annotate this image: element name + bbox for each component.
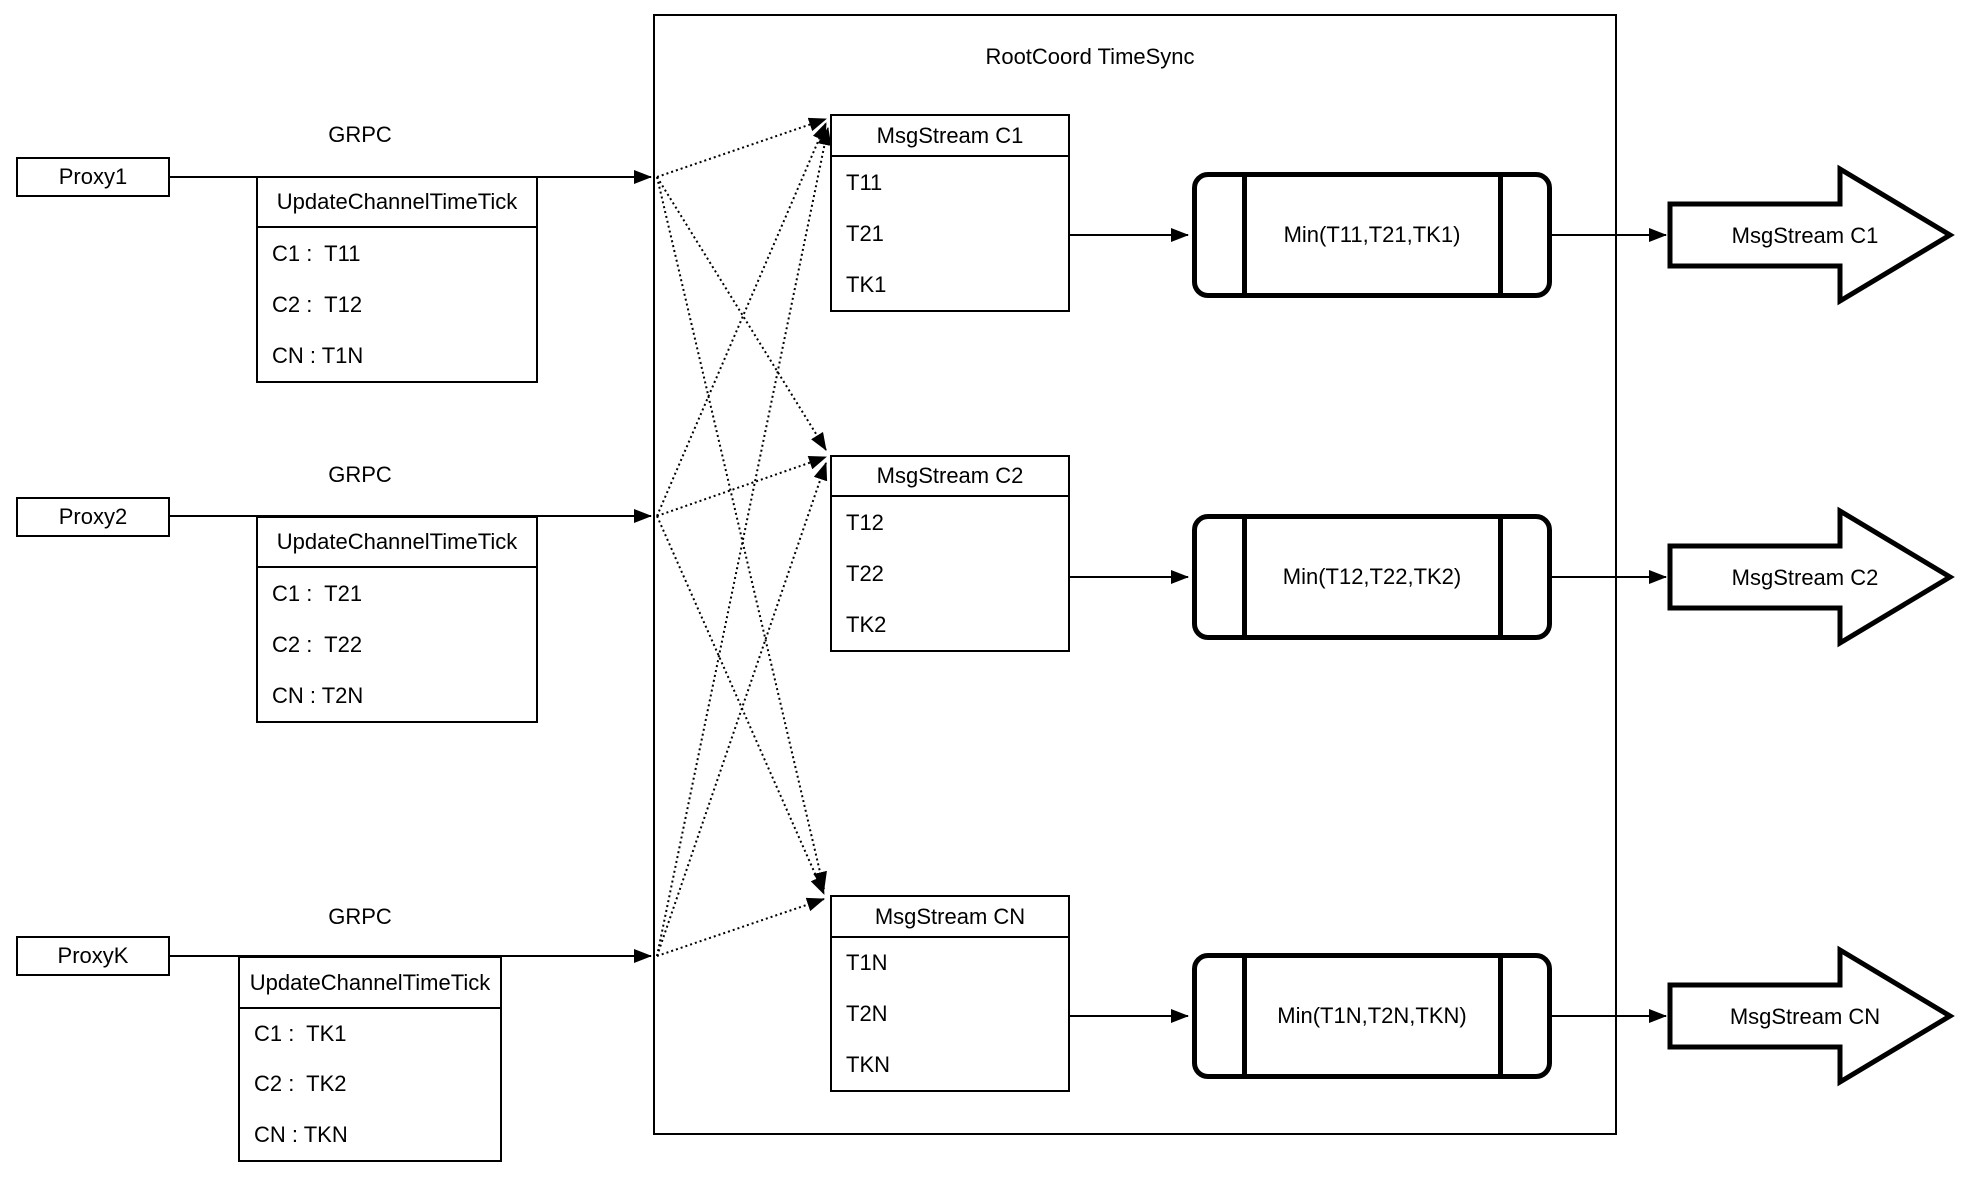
tick-row: C1 : T21 <box>272 580 363 606</box>
timestamp-row: T12 <box>846 509 884 535</box>
tick-row: CN : TKN <box>254 1121 348 1147</box>
tick-row: C1 : TK1 <box>254 1021 347 1047</box>
min-cn-label: Min(T1N,T2N,TKN) <box>1277 1003 1467 1028</box>
block-arrow-shape <box>1667 506 1955 648</box>
proxyk-timetick-header: UpdateChannelTimeTick <box>240 958 500 1009</box>
min-c2-label: Min(T12,T22,TK2) <box>1282 564 1462 589</box>
proxy2-label: Proxy2 <box>58 504 128 529</box>
timestamp-row: TK1 <box>846 271 887 297</box>
output-arrow-c1: MsgStream C1 <box>1665 163 1960 307</box>
tick-row: C2 : TK2 <box>254 1071 347 1097</box>
block-arrow-shape <box>1667 164 1955 306</box>
tick-row: C2 : T22 <box>272 631 363 657</box>
msgstream-c1-body: T11 T21 TK1 <box>832 157 1068 310</box>
output-arrow-c1-label: MsgStream C1 <box>1731 223 1879 248</box>
timestamp-row: TKN <box>846 1051 890 1077</box>
grpc-label-3: GRPC <box>328 904 392 929</box>
timestamp-row: T21 <box>846 220 884 246</box>
proxy1-timetick-table: UpdateChannelTimeTick C1 : T11 C2 : T12 … <box>256 176 538 383</box>
output-arrow-c2-label: MsgStream C2 <box>1731 565 1879 590</box>
proxy1-timetick-header: UpdateChannelTimeTick <box>258 178 536 228</box>
min-box-left-divider <box>1242 177 1247 293</box>
proxy1-label: Proxy1 <box>58 164 128 189</box>
tick-row: CN : T1N <box>272 342 364 368</box>
msgstream-c2-table: MsgStream C2 T12 T22 TK2 <box>830 455 1070 652</box>
tick-row: C1 : T11 <box>272 240 361 266</box>
proxy2-timetick-body: C1 : T21 C2 : T22 CN : T2N <box>258 568 536 721</box>
proxy1-timetick-body: C1 : T11 C2 : T12 CN : T1N <box>258 228 536 381</box>
tick-row: CN : T2N <box>272 682 364 708</box>
timestamp-row: T1N <box>846 950 888 976</box>
msgstream-cn-table: MsgStream CN T1N T2N TKN <box>830 895 1070 1092</box>
output-arrow-c2: MsgStream C2 <box>1665 505 1960 649</box>
proxyk-timetick-table: UpdateChannelTimeTick C1 : TK1 C2 : TK2 … <box>238 956 502 1162</box>
msgstream-c2-body: T12 T22 TK2 <box>832 497 1068 650</box>
min-box-right-divider <box>1498 519 1503 635</box>
msgstream-cn-body: T1N T2N TKN <box>832 938 1068 1090</box>
tick-row: C2 : T12 <box>272 291 363 317</box>
output-arrow-cn-label: MsgStream CN <box>1729 1004 1881 1029</box>
proxy2-timetick-table: UpdateChannelTimeTick C1 : T21 C2 : T22 … <box>256 516 538 723</box>
msgstream-c2-header: MsgStream C2 <box>832 457 1068 497</box>
min-box-left-divider <box>1242 519 1247 635</box>
rootcoord-timesync-title: RootCoord TimeSync <box>985 44 1195 69</box>
min-c1-label: Min(T11,T21,TK1) <box>1283 222 1461 247</box>
proxyk-label: ProxyK <box>57 943 129 968</box>
timestamp-row: T2N <box>846 1001 888 1026</box>
min-box-left-divider <box>1242 958 1247 1074</box>
msgstream-cn-header: MsgStream CN <box>832 897 1068 938</box>
min-box-c2: Min(T12,T22,TK2) <box>1192 514 1552 640</box>
timestamp-row: T11 <box>846 169 883 195</box>
timestamp-row: T22 <box>846 560 884 586</box>
min-box-cn: Min(T1N,T2N,TKN) <box>1192 953 1552 1079</box>
min-box-right-divider <box>1498 177 1503 293</box>
proxy1-node: Proxy1 <box>16 157 170 197</box>
grpc-label-1: GRPC <box>328 122 392 147</box>
output-arrow-cn: MsgStream CN <box>1665 944 1960 1088</box>
proxy2-node: Proxy2 <box>16 497 170 537</box>
timestamp-row: TK2 <box>846 611 887 637</box>
min-box-c1: Min(T11,T21,TK1) <box>1192 172 1552 298</box>
grpc-label-2: GRPC <box>328 462 392 487</box>
msgstream-c1-header: MsgStream C1 <box>832 116 1068 157</box>
msgstream-c1-table: MsgStream C1 T11 T21 TK1 <box>830 114 1070 312</box>
min-box-right-divider <box>1498 958 1503 1074</box>
proxy2-timetick-header: UpdateChannelTimeTick <box>258 518 536 568</box>
proxyk-timetick-body: C1 : TK1 C2 : TK2 CN : TKN <box>240 1009 500 1160</box>
block-arrow-shape <box>1667 945 1955 1087</box>
proxyk-node: ProxyK <box>16 936 170 976</box>
